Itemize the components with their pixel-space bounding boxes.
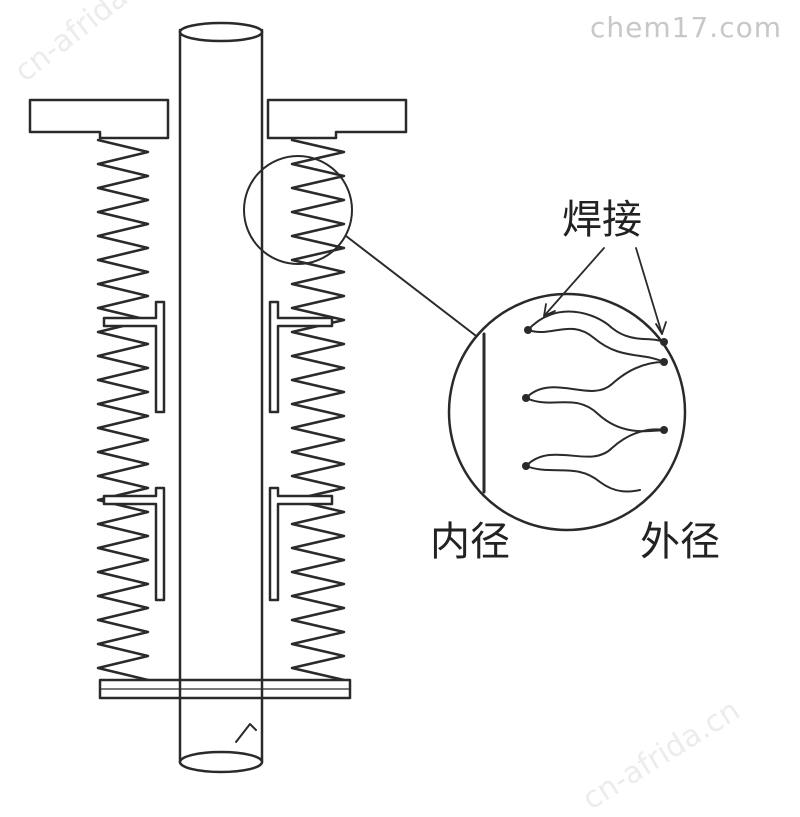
center-rod xyxy=(178,28,264,764)
top-flange-right xyxy=(266,98,408,140)
bellows-diagram xyxy=(28,21,687,774)
rod-bottom-end xyxy=(178,750,264,774)
inner-diameter-label: 内径 xyxy=(430,519,510,565)
guide-bracket-right-lower xyxy=(268,486,334,602)
weld-leader-outer xyxy=(635,247,663,335)
callout-line xyxy=(345,235,485,343)
weld-arrow-inner xyxy=(543,303,556,317)
top-flange-left xyxy=(28,98,170,140)
bellows-left xyxy=(96,138,150,682)
guide-bracket-left-upper xyxy=(102,300,166,414)
welded-diaphragms xyxy=(525,310,665,493)
watermark-chem17: chem17.com xyxy=(590,11,782,44)
weld-label: 焊接 xyxy=(562,197,642,243)
weld-points xyxy=(522,326,668,470)
guide-bracket-right-upper xyxy=(268,300,334,414)
outer-diameter-label: 外径 xyxy=(640,519,720,565)
bellows-right xyxy=(290,138,346,682)
rod-scratch xyxy=(235,723,257,743)
detail-source-circle xyxy=(243,155,353,265)
rod-top-end xyxy=(178,21,264,43)
weld-arrow-outer xyxy=(655,321,667,335)
weld-leader-inner xyxy=(543,247,605,317)
guide-bracket-left-lower xyxy=(102,486,166,602)
